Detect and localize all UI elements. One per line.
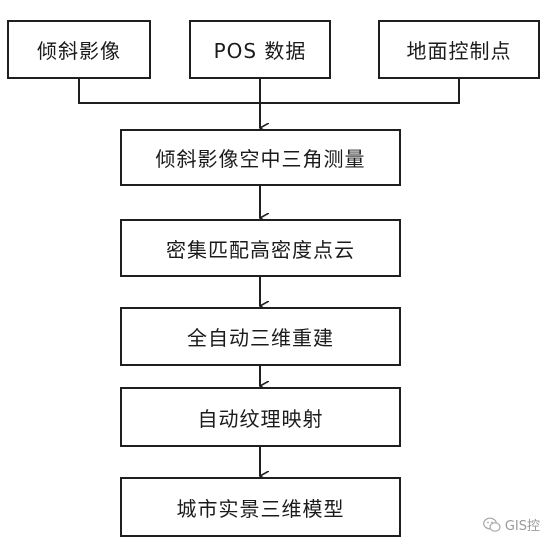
input-ground-control-points: 地面控制点 [378, 20, 540, 79]
watermark: GIS控 [482, 515, 540, 534]
step-city-3d-model: 城市实景三维模型 [120, 477, 401, 537]
wechat-icon [482, 517, 501, 533]
watermark-text: GIS控 [504, 519, 540, 534]
step-auto-3d-reconstruction: 全自动三维重建 [120, 307, 401, 366]
step-auto-texture-mapping: 自动纹理映射 [120, 387, 401, 447]
step-aerial-triangulation: 倾斜影像空中三角测量 [120, 129, 401, 186]
input-pos-data: POS 数据 [189, 20, 331, 79]
input-oblique-images: 倾斜影像 [7, 20, 151, 79]
step-dense-matching: 密集匹配高密度点云 [120, 219, 401, 277]
